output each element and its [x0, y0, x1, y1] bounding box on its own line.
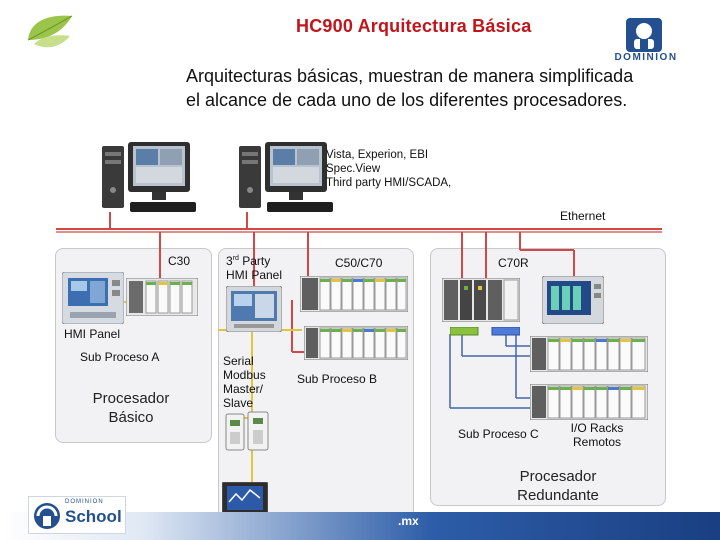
- intro-text: Arquitecturas básicas, muestran de maner…: [186, 64, 706, 112]
- hmi-software-line-2: Spec.View: [326, 163, 381, 175]
- serial-modbus-devices: [225, 411, 269, 451]
- workstation-2: [239, 142, 333, 212]
- procesador-basico-label: Procesador Básico: [76, 389, 186, 427]
- c50-c70-label: C50/C70: [335, 256, 383, 270]
- third-party-hmi-label: 3rd Party HMI Panel: [226, 252, 282, 282]
- sub-proceso-c-label: Sub Proceso C: [458, 427, 539, 441]
- serial-line-4: Slave: [223, 396, 254, 410]
- sub-proceso-a-label: Sub Proceso A: [80, 350, 160, 364]
- school-logo-small-text: DOMINION: [65, 499, 104, 505]
- school-logo-icon: [34, 503, 60, 529]
- procesador-redundante-line-1: Procesador: [519, 468, 597, 485]
- remote-io-rack-2: [530, 384, 648, 420]
- hmi-software-line-3: Third party HMI/SCADA,: [326, 177, 452, 189]
- page-title: HC900 Arquitectura Básica: [296, 16, 532, 36]
- c70r-switch-row: [450, 327, 520, 336]
- third-party-text: Party: [238, 254, 271, 268]
- c30-label: C30: [168, 254, 191, 268]
- ethernet-label: Ethernet: [560, 209, 606, 223]
- remote-io-rack-1: [530, 336, 648, 372]
- procesador-basico-line-2: Básico: [108, 409, 154, 426]
- procesador-redundante-label: Procesador Redundante: [498, 467, 618, 505]
- procesador-redundante-line-2: Redundante: [517, 487, 599, 504]
- third-party-hmi-panel-text: HMI Panel: [226, 268, 283, 282]
- intro-line-1: Arquitecturas básicas, muestran de maner…: [186, 66, 634, 86]
- hmi-panel-label: HMI Panel: [64, 327, 121, 341]
- c30-controller-rack: [126, 278, 198, 316]
- hmi-software-line-1: Vista, Experion, EBI: [326, 149, 429, 161]
- io-racks-line-1: I/O Racks: [570, 421, 624, 435]
- c70r-redundant-rack: [442, 278, 520, 322]
- dominion-school-logo: DOMINION School: [28, 496, 126, 534]
- footer-url[interactable]: .mx: [398, 514, 419, 528]
- third-party-hmi-panel: [226, 286, 282, 332]
- hmi-software-list: Vista, Experion, EBI Spec.View Third par…: [326, 148, 451, 190]
- io-racks-remotos-label: I/O Racks Remotos: [566, 421, 628, 449]
- c30-hmi-panel: [62, 272, 124, 324]
- serial-line-2: Modbus: [223, 368, 266, 382]
- c70r-label: C70R: [498, 256, 529, 270]
- school-logo-text: School: [65, 507, 122, 526]
- leaf-logo: [27, 15, 73, 48]
- serial-line-3: Master/: [223, 382, 264, 396]
- procesador-basico-line-1: Procesador: [92, 390, 170, 407]
- dominion-logo: DOMINION: [594, 14, 698, 66]
- io-racks-line-2: Remotos: [572, 435, 622, 449]
- c70r-hmi-panel: [542, 276, 604, 324]
- dominion-logo-text: DOMINION: [614, 52, 678, 63]
- third-party-number: 3: [226, 254, 233, 268]
- serial-line-1: Serial: [223, 354, 254, 368]
- serial-modbus-label: Serial Modbus Master/ Slave: [223, 354, 266, 410]
- intro-line-2: el alcance de cada uno de los diferentes…: [186, 90, 628, 110]
- sub-proceso-b-label: Sub Proceso B: [297, 372, 378, 386]
- c50-c70-io-rack: [304, 326, 408, 360]
- third-party-superscript: rd: [232, 255, 239, 262]
- recorder-device: [222, 482, 268, 520]
- c50-c70-rack: [300, 276, 408, 312]
- workstation-1: [102, 142, 196, 212]
